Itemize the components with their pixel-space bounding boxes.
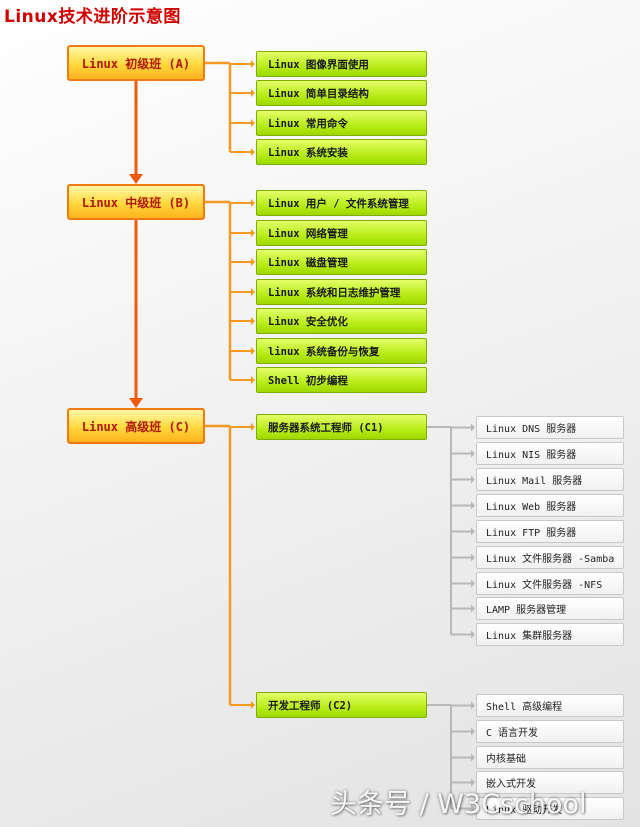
topic-arrowhead-0-3: [251, 148, 255, 156]
topic-arrowhead-1-2: [251, 258, 255, 266]
leaf-box-1-0: Shell 高级编程: [476, 694, 624, 717]
leaf-arrowhead-0-6: [471, 579, 475, 588]
topic-arrowhead-1-0: [251, 199, 255, 207]
topic-box-1-5: linux 系统备份与恢复: [256, 338, 427, 364]
leaf-box-1-4: Linux 驱动开发: [476, 797, 624, 820]
topic-arrowhead-0-0: [251, 60, 255, 68]
leaf-arrowhead-0-2: [471, 475, 475, 484]
level-arrow-0-head: [129, 174, 143, 184]
level-box-0: Linux 初级班 (A): [67, 45, 205, 81]
topic-arrowhead-0-1: [251, 89, 255, 97]
leaf-arrowhead-1-4: [471, 804, 475, 813]
topic-arrowhead-1-6: [251, 376, 255, 384]
leaf-arrowhead-0-8: [471, 630, 475, 639]
level-arrow-1-head: [129, 398, 143, 408]
leaf-arrowhead-0-5: [471, 553, 475, 562]
topic-box-2-1: 开发工程师 (C2): [256, 692, 427, 718]
leaf-box-0-6: Linux 文件服务器 -NFS: [476, 572, 624, 595]
topic-box-1-1: Linux 网络管理: [256, 220, 427, 246]
topic-box-1-2: Linux 磁盘管理: [256, 249, 427, 275]
diagram-title: Linux技术进阶示意图: [4, 7, 181, 27]
topic-box-1-6: Shell 初步编程: [256, 367, 427, 393]
leaf-arrowhead-1-1: [471, 727, 475, 736]
leaf-box-0-1: Linux NIS 服务器: [476, 442, 624, 465]
leaf-arrowhead-0-3: [471, 501, 475, 510]
level-box-1: Linux 中级班 (B): [67, 184, 205, 220]
leaf-box-0-3: Linux Web 服务器: [476, 494, 624, 517]
leaf-arrowhead-0-0: [471, 423, 475, 432]
level-box-2: Linux 高级班 (C): [67, 408, 205, 444]
topic-box-0-0: Linux 图像界面使用: [256, 51, 427, 77]
leaf-box-0-0: Linux DNS 服务器: [476, 416, 624, 439]
topic-box-1-4: Linux 安全优化: [256, 308, 427, 334]
topic-box-0-1: Linux 简单目录结构: [256, 80, 427, 106]
topic-arrowhead-1-5: [251, 347, 255, 355]
topic-box-1-0: Linux 用户 / 文件系统管理: [256, 190, 427, 216]
topic-box-0-3: Linux 系统安装: [256, 139, 427, 165]
topic-arrowhead-2-1: [251, 701, 255, 709]
leaf-box-0-7: LAMP 服务器管理: [476, 597, 624, 620]
leaf-box-1-2: 内核基础: [476, 746, 624, 769]
leaf-box-0-5: Linux 文件服务器 -Samba: [476, 546, 624, 569]
leaf-box-1-3: 嵌入式开发: [476, 771, 624, 794]
topic-box-1-3: Linux 系统和日志维护管理: [256, 279, 427, 305]
topic-arrowhead-1-4: [251, 317, 255, 325]
topic-arrowhead-1-1: [251, 229, 255, 237]
topic-arrowhead-2-0: [251, 423, 255, 431]
leaf-arrowhead-1-3: [471, 778, 475, 787]
topic-box-2-0: 服务器系统工程师 (C1): [256, 414, 427, 440]
topic-arrowhead-1-3: [251, 288, 255, 296]
leaf-arrowhead-1-2: [471, 753, 475, 762]
leaf-box-1-1: C 语言开发: [476, 720, 624, 743]
leaf-box-0-4: Linux FTP 服务器: [476, 520, 624, 543]
watermark: 头条号 / W3Cschool: [330, 789, 587, 820]
topic-arrowhead-0-2: [251, 119, 255, 127]
topic-box-0-2: Linux 常用命令: [256, 110, 427, 136]
leaf-box-0-8: Linux 集群服务器: [476, 623, 624, 646]
leaf-arrowhead-0-4: [471, 527, 475, 536]
leaf-arrowhead-1-0: [471, 701, 475, 710]
leaf-box-0-2: Linux Mail 服务器: [476, 468, 624, 491]
leaf-arrowhead-0-1: [471, 449, 475, 458]
leaf-arrowhead-0-7: [471, 604, 475, 613]
